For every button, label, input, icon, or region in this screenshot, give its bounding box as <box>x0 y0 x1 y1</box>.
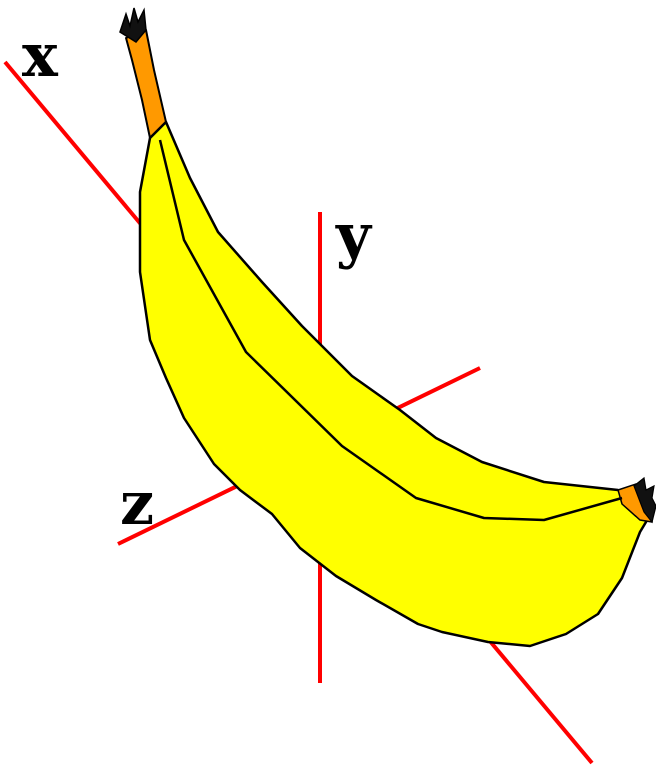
tip-end-mark <box>633 476 656 524</box>
banana <box>119 7 656 648</box>
stem-end-mark <box>119 7 147 43</box>
z-axis-label: z <box>120 469 154 539</box>
x-axis-label: x <box>22 21 59 91</box>
banana-ridge-line <box>158 139 623 522</box>
banana-body <box>138 120 654 648</box>
y-axis-label: y <box>335 201 373 271</box>
banana-stem <box>125 29 167 139</box>
